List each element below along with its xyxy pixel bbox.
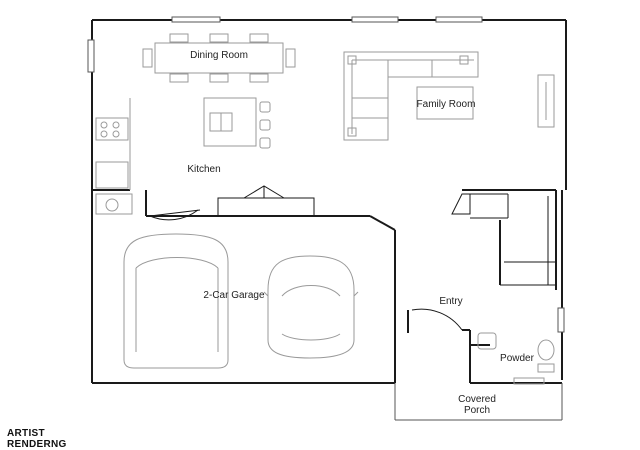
sectional-sofa bbox=[343, 51, 555, 141]
door-swings bbox=[149, 209, 463, 331]
room-label-porch-line2: Porch bbox=[464, 405, 490, 416]
room-label-kitchen: Kitchen bbox=[187, 164, 220, 175]
vehicle-sedan bbox=[263, 255, 359, 359]
artist-rendering-caption: ARTIST RENDERNG bbox=[7, 428, 67, 450]
room-label-garage: 2-Car Garage bbox=[203, 290, 265, 301]
pantry-unit bbox=[217, 185, 315, 217]
covered-porch bbox=[394, 383, 563, 421]
dining-table-set bbox=[142, 33, 296, 83]
kitchen-island bbox=[203, 97, 271, 149]
kitchen-counter bbox=[95, 98, 133, 215]
caption-line-1: ARTIST bbox=[7, 428, 45, 439]
room-label-porch-line1: Covered bbox=[458, 394, 496, 405]
walls bbox=[91, 19, 567, 384]
caption-line-2: RENDERNG bbox=[7, 439, 67, 450]
room-label-powder: Powder bbox=[500, 353, 535, 364]
windows bbox=[87, 16, 565, 333]
vehicle-suv bbox=[123, 233, 229, 369]
stair-closet bbox=[451, 193, 556, 286]
room-label-family: Family Room bbox=[417, 99, 476, 110]
powder-fixtures bbox=[477, 332, 555, 385]
room-label-entry: Entry bbox=[439, 296, 462, 307]
room-label-dining: Dining Room bbox=[190, 50, 248, 61]
